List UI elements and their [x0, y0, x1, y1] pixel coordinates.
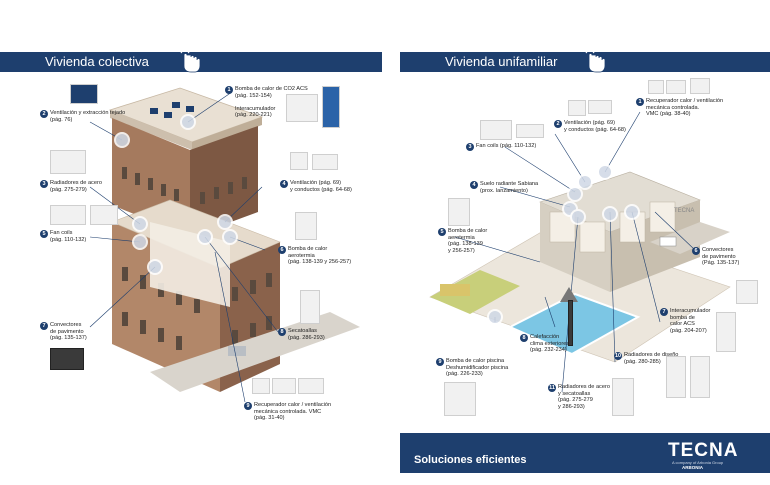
label-right-7: 7 Interacumulador bomba de calor ACS (pá…	[660, 308, 710, 334]
cassette-fan-coil-thumbnail	[90, 205, 118, 225]
heat-recovery-thumbnail-1	[252, 378, 270, 394]
left-header-bar: Vivienda colectiva	[0, 46, 382, 73]
aerothermal-heat-pump-thumbnail	[295, 212, 317, 240]
fan-coil-duct-thumbnail	[516, 124, 544, 138]
label-right-2: 2 Ventilación (pág. 69) y conductos (pág…	[554, 120, 626, 133]
left-panel-title: Vivienda colectiva	[45, 54, 149, 69]
design-radiator-thumbnail-2	[690, 356, 710, 398]
floor-convector-thumbnail	[50, 348, 84, 370]
label-right-11: 11 Radiadores de acero y secatoallas (pá…	[548, 384, 610, 410]
co2-heat-pump-thumbnail	[286, 94, 318, 122]
recuperator-thumbnail-2	[666, 80, 686, 94]
label-right-9: 9 Bomba de calor piscina Deshumidificado…	[436, 358, 508, 378]
hand-pointer-icon	[178, 46, 201, 73]
water-tank-thumbnail	[322, 86, 340, 128]
duct-unit-thumbnail	[312, 154, 338, 170]
heat-recovery-thumbnail-3	[298, 378, 324, 394]
label-right-4: 4 Suelo radiante Sabiana (prox. lanzamie…	[470, 181, 538, 194]
vent-fan-thumbnail	[568, 100, 586, 116]
tecna-sign: TECNA	[674, 208, 694, 214]
outdoor-heater-thumbnail	[568, 300, 573, 346]
label-left-3: 3 Radiadores de acero (pág. 275-279)	[40, 180, 102, 193]
label-left-6: 6 Bomba de calor aerotermia (pág. 138-13…	[278, 246, 351, 266]
label-right-3: 3 Fan coils (pág. 110-132)	[466, 143, 536, 151]
footer-slogan: Soluciones eficientes	[414, 454, 527, 466]
footer-bar: Soluciones eficientes TECNA A company of…	[400, 433, 770, 473]
steel-radiator-right-thumbnail	[612, 378, 634, 416]
label-left-1: 1 Bomba de calor de CO2 ACS (pág. 152-15…	[225, 86, 308, 119]
right-header-bar: Vivienda unifamiliar	[400, 46, 770, 73]
roof-fan-thumbnail	[70, 84, 98, 104]
label-left-9: 9 Recuperador calor / ventilación mecáni…	[244, 402, 331, 422]
towel-warmer-thumbnail	[300, 290, 320, 324]
recuperator-thumbnail-1	[648, 80, 664, 94]
tecna-logo: TECNA	[668, 440, 739, 461]
house-illustration: TECNA	[429, 111, 731, 393]
pool-heat-pump-thumbnail	[444, 382, 476, 416]
label-left-7: 7 Convectores de pavimento (pág. 135-137…	[40, 322, 87, 342]
brand-tagline: A company of Arbonia Group	[672, 460, 724, 465]
aerothermal-thumbnail	[448, 198, 470, 226]
hand-pointer-icon	[583, 46, 606, 73]
design-radiator-thumbnail-1	[666, 356, 686, 398]
floor-convector-right-thumbnail	[736, 280, 758, 304]
ventilation-fan-thumbnail	[290, 152, 308, 170]
label-right-6: 6 Convectores de pavimento (Pág. 135-137…	[692, 247, 739, 267]
fan-coil-wall-thumbnail	[480, 120, 512, 140]
recuperator-thumbnail-3	[690, 78, 710, 94]
label-left-8: 8 Secatoallas (pág. 286-293)	[278, 328, 325, 341]
label-right-5: 5 Bomba de calor aerotermia (pág. 138-13…	[438, 228, 487, 254]
label-left-4: 4 Ventilación (pág. 69) y conductos (pág…	[280, 180, 352, 193]
arbonia-logo: ARBONIA	[682, 465, 703, 470]
label-left-5: 5 Fan coils (pág. 110-132)	[40, 230, 86, 243]
right-panel-title: Vivienda unifamiliar	[445, 54, 558, 69]
label-left-2: 2 Ventilación y extracción tejado (pág. …	[40, 110, 125, 123]
label-right-1: 1 Recuperador calor / ventilación mecáni…	[636, 98, 723, 118]
label-right-8: 8 Calefacción clima exteriores (pág. 232…	[520, 334, 569, 354]
label-right-10: 10 Radiadores de diseño (pág. 280-285)	[614, 352, 679, 365]
fan-coil-thumbnail	[50, 205, 86, 225]
steel-radiator-thumbnail	[50, 150, 86, 174]
acs-tank-thumbnail	[716, 312, 736, 352]
heat-recovery-thumbnail-2	[272, 378, 296, 394]
apartment-building-illustration	[89, 87, 360, 403]
duct-thumbnail	[588, 100, 612, 114]
